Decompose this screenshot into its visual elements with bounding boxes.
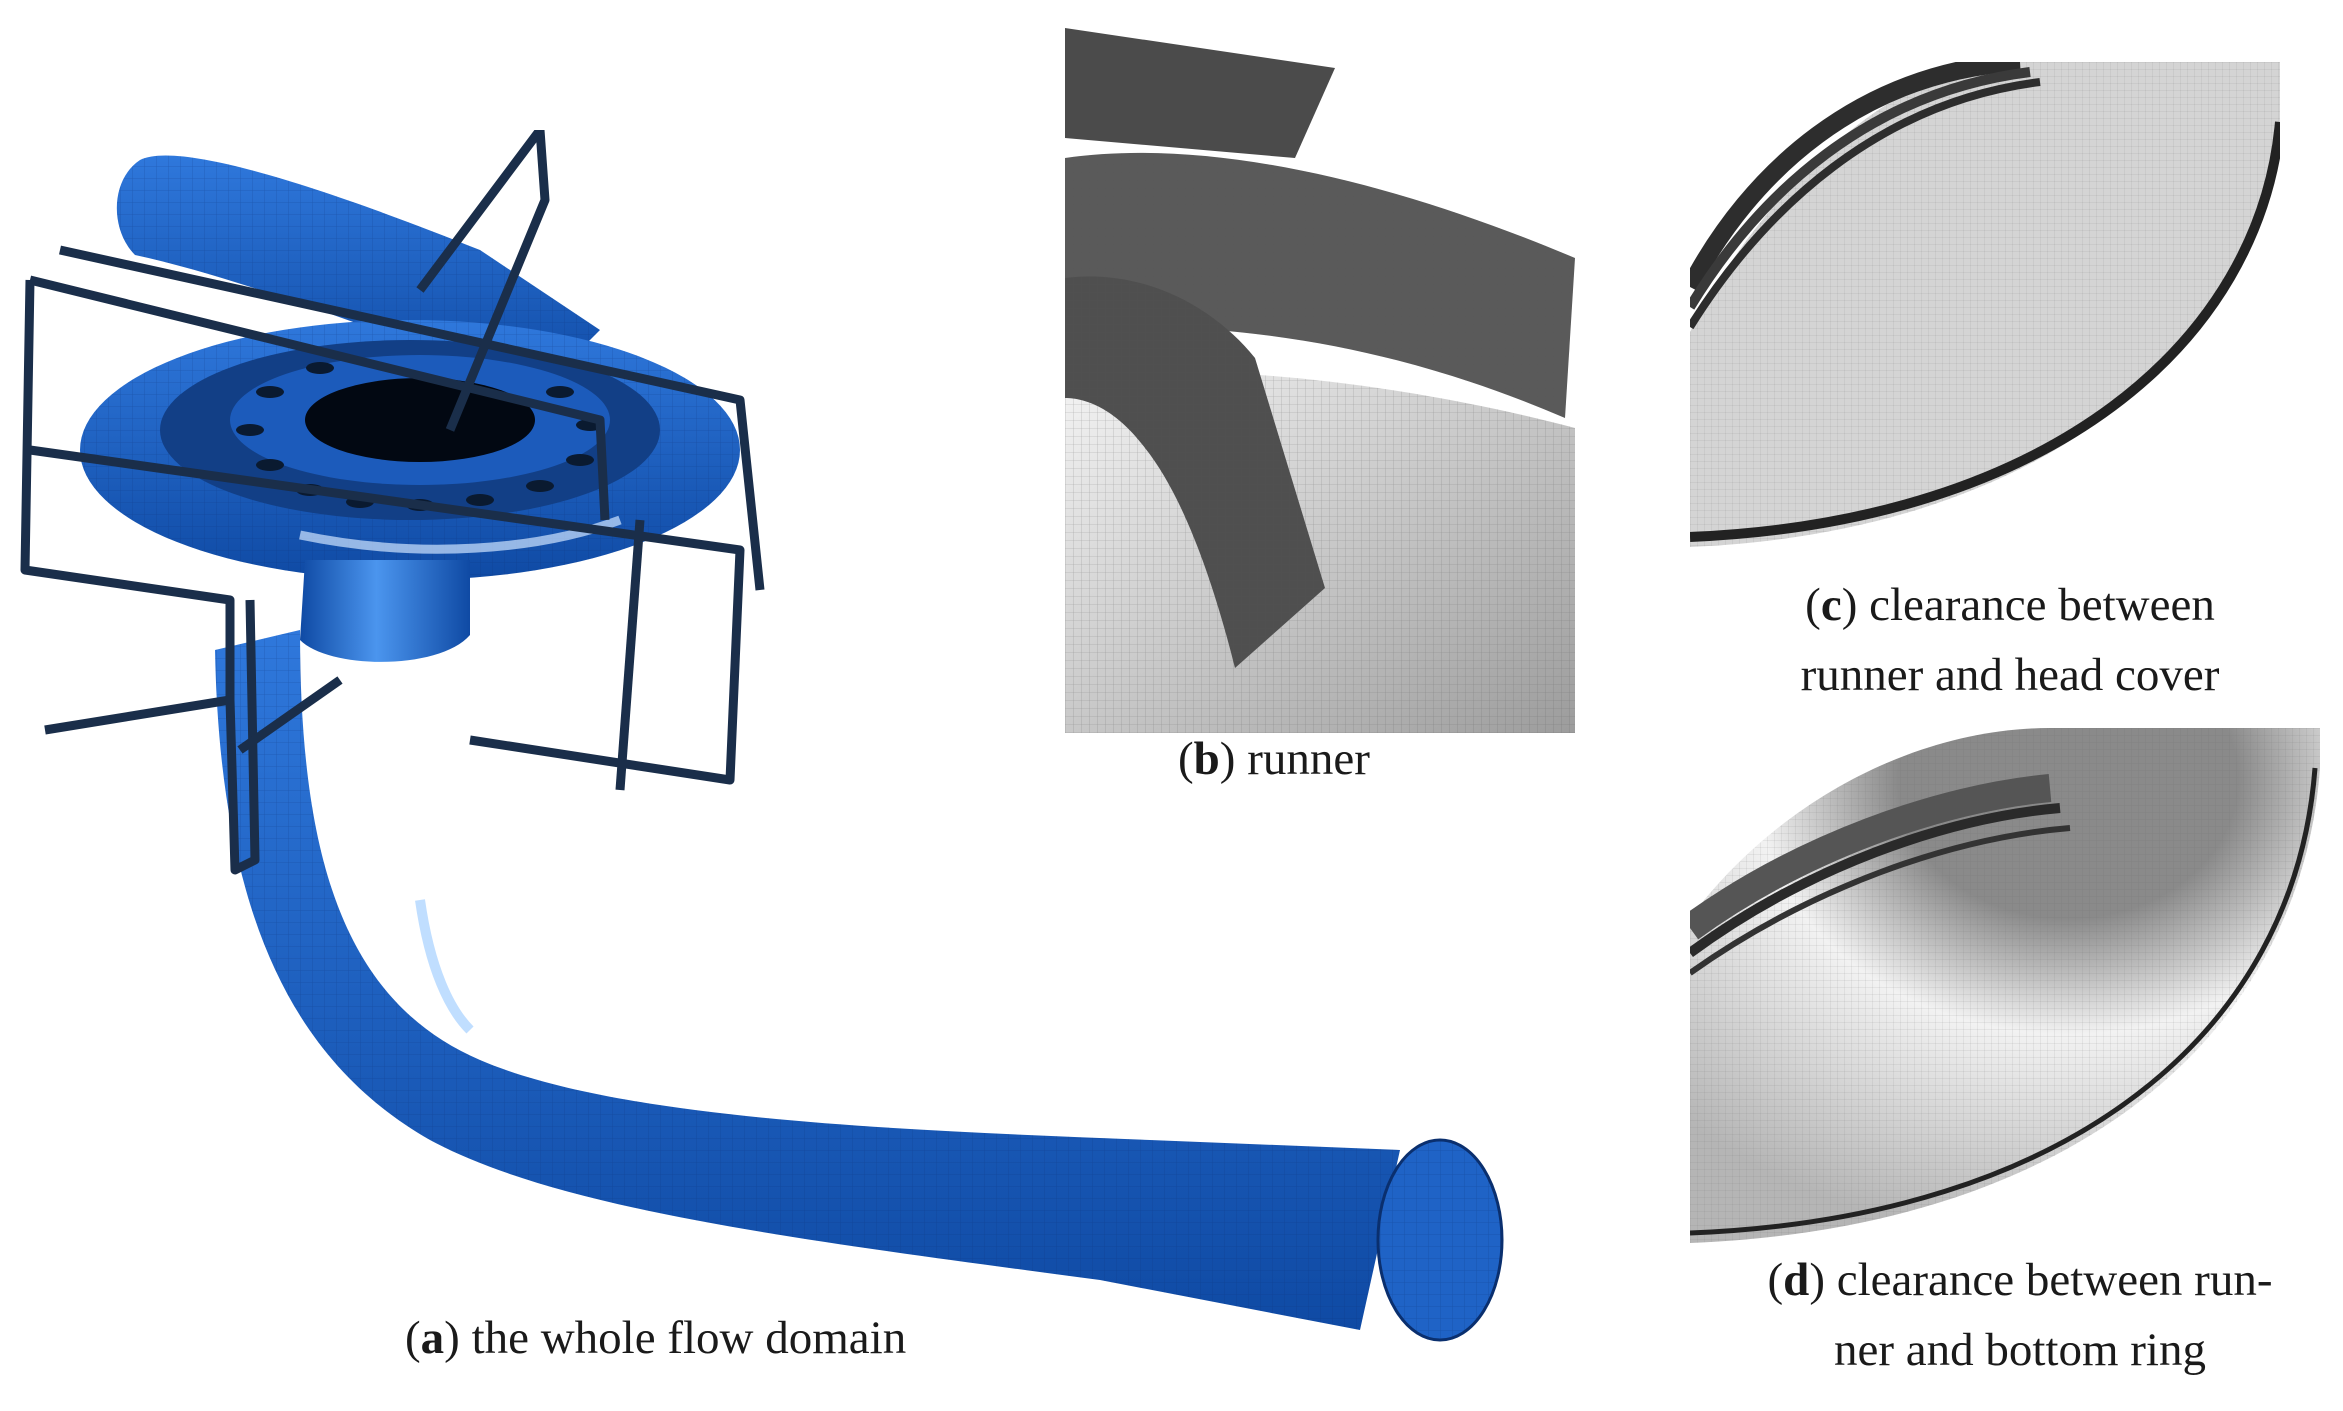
caption-b: (b) runner xyxy=(1178,733,1370,785)
caption-c: (c) clearance between runner and head co… xyxy=(1730,570,2290,710)
panel-label-c: c xyxy=(1820,579,1842,631)
runner-blade xyxy=(1065,28,1335,158)
caption-d-line1: clearance between run- xyxy=(1836,1254,2273,1306)
panel-label-b: b xyxy=(1193,733,1220,785)
caption-a-text: the whole flow domain xyxy=(471,1312,907,1364)
caption-c-line1: clearance between xyxy=(1869,579,2215,631)
measurement-frames xyxy=(20,130,765,875)
panel-label-d: d xyxy=(1783,1254,1810,1306)
panel-label-a: a xyxy=(420,1312,445,1364)
caption-c-line2: runner and head cover xyxy=(1800,649,2220,701)
draft-tube-throat xyxy=(300,560,470,662)
caption-d-line2: ner and bottom ring xyxy=(1833,1324,2206,1376)
caption-b-text: runner xyxy=(1247,733,1370,785)
panel-b-image xyxy=(1065,28,1575,733)
panel-a-image xyxy=(0,130,1560,1360)
panel-c-image xyxy=(1690,62,2280,547)
spiral-casing xyxy=(80,320,740,580)
caption-a: (a) the whole flow domain xyxy=(405,1312,907,1364)
panel-d-image xyxy=(1690,728,2320,1243)
caption-d: (d) clearance between run- ner and botto… xyxy=(1710,1245,2330,1385)
draft-tube xyxy=(215,630,1504,1342)
